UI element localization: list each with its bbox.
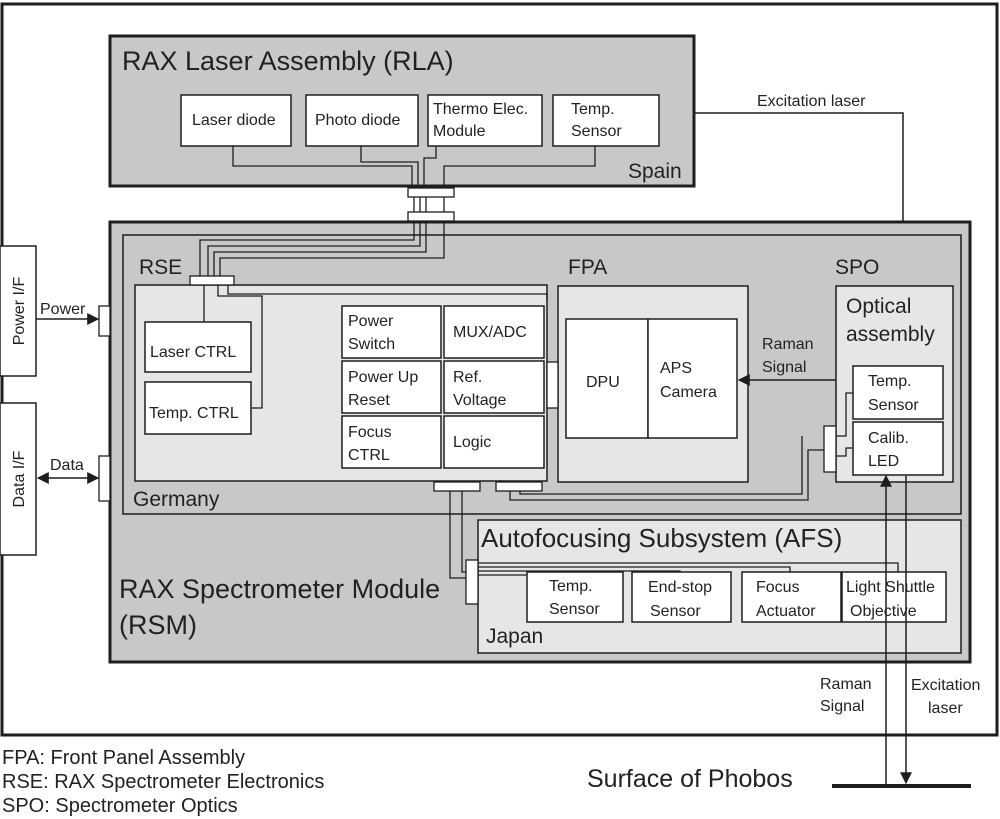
raman-signal-2: Signal — [762, 359, 806, 376]
fpa-label: FPA — [568, 256, 607, 279]
surface-label: Surface of Phobos — [587, 765, 793, 793]
japan-label: Japan — [486, 625, 543, 648]
aps-camera-box — [647, 318, 738, 439]
rse-bottom-connector-1 — [433, 481, 481, 492]
raman-signal-1: Raman — [762, 336, 814, 353]
calib-led-box — [852, 421, 944, 476]
afs-temp-sensor-box — [526, 571, 624, 623]
rla-temp-label-1: Temp. — [571, 101, 615, 118]
bottom-excitation-1: Excitation — [911, 677, 980, 694]
data-label: Data — [50, 457, 84, 474]
bottom-raman-1: Raman — [820, 676, 872, 693]
power-up-1: Power Up — [348, 369, 418, 386]
rse-spo-cables — [499, 436, 824, 501]
afs-connector — [465, 559, 479, 605]
focus-actuator-1: Focus — [756, 579, 800, 596]
laser-ctrl-label: Laser CTRL — [150, 344, 236, 361]
rse-bottom-connector-2 — [495, 481, 543, 492]
power-switch-1: Power — [348, 313, 394, 330]
temp-ctrl-label: Temp. CTRL — [149, 405, 239, 422]
rla-temp-label-2: Sensor — [571, 123, 622, 140]
power-switch-2: Switch — [348, 336, 395, 353]
excitation-laser-label: Excitation laser — [757, 93, 866, 110]
rla-temp-sensor-box — [552, 94, 660, 147]
bottom-excitation-2: laser — [928, 700, 963, 717]
afs-temp-2: Sensor — [549, 601, 600, 618]
ref-voltage-box — [443, 360, 545, 414]
power-if: Power I/F Power — [0, 245, 100, 377]
light-shuttle-box — [841, 571, 947, 623]
endstop-1: End-stop — [648, 579, 712, 596]
photo-diode-box — [305, 94, 419, 147]
spo-internal-cables — [836, 392, 853, 457]
mux-adc-label: MUX/ADC — [453, 324, 527, 341]
data-if: Data I/F Data — [0, 402, 100, 556]
power-up-2: Reset — [348, 392, 390, 409]
optical-label-1: Optical — [846, 295, 911, 318]
data-if-label: Data I/F — [11, 450, 28, 507]
laser-diode-box — [180, 94, 292, 147]
shuttle-1: Light Shuttle — [846, 579, 935, 596]
rsm-connector — [407, 211, 455, 222]
dpu-label: DPU — [586, 374, 620, 391]
thermo-label-1: Thermo Elec. — [433, 101, 528, 118]
endstop-sensor-box — [631, 571, 732, 623]
rla-title: RAX Laser Assembly (RLA) — [122, 46, 454, 76]
afs-title: Autofocusing Subsystem (AFS) — [481, 523, 842, 553]
inter-connector-cables — [413, 197, 445, 212]
ref-voltage-1: Ref. — [453, 369, 482, 386]
focus-ctrl-1: Focus — [348, 424, 392, 441]
legend-fpa: FPA: Front Panel Assembly — [2, 747, 245, 769]
rse-fpa-connector — [546, 361, 559, 409]
spo-connector — [823, 425, 837, 473]
afs-temp-1: Temp. — [549, 578, 593, 595]
power-up-reset-box — [341, 360, 442, 414]
endstop-2: Sensor — [650, 603, 701, 620]
calib-1: Calib. — [868, 430, 909, 447]
logic-box — [443, 415, 545, 469]
thermo-module-box — [427, 94, 543, 147]
optical-label-2: assembly — [846, 323, 935, 346]
rla-location: Spain — [628, 160, 682, 183]
thermo-label-2: Module — [433, 123, 486, 140]
spo-temp-2: Sensor — [868, 397, 919, 414]
power-connector — [98, 305, 111, 337]
rse-cables — [199, 221, 548, 409]
calib-2: LED — [868, 453, 899, 470]
germany-label: Germany — [133, 488, 220, 511]
spo-temp-1: Temp. — [868, 373, 912, 390]
bottom-raman-2: Signal — [820, 698, 864, 715]
legend-spo: SPO: Spectrometer Optics — [2, 795, 238, 817]
dpu-box — [565, 318, 649, 439]
ref-voltage-2: Voltage — [453, 392, 506, 409]
rla-cables — [232, 146, 596, 188]
mux-adc-box — [443, 305, 545, 359]
power-switch-box — [341, 305, 442, 359]
spo-label: SPO — [835, 256, 879, 279]
rse-afs-cables — [449, 491, 466, 579]
focus-actuator-box — [741, 571, 842, 623]
laser-diode-label: Laser diode — [192, 112, 276, 129]
laser-ctrl-box — [144, 321, 252, 373]
shuttle-2: Objective — [850, 603, 917, 620]
rla-connector — [407, 187, 455, 198]
rsm-title-1: RAX Spectrometer Module — [119, 574, 440, 604]
aps-label-1: APS — [660, 360, 692, 377]
logic-label: Logic — [453, 434, 491, 451]
rse-label: RSE — [139, 256, 182, 279]
data-connector — [98, 455, 111, 502]
focus-ctrl-2: CTRL — [348, 447, 390, 464]
photo-diode-label: Photo diode — [315, 112, 401, 129]
power-if-label: Power I/F — [11, 277, 28, 346]
legend-rse: RSE: RAX Spectrometer Electronics — [2, 771, 324, 793]
rse-top-connector — [189, 275, 235, 286]
rla-box: RAX Laser Assembly (RLA) Spain Laser dio… — [108, 34, 696, 188]
aps-label-2: Camera — [660, 384, 717, 401]
rsm-title-2: (RSM) — [119, 610, 197, 640]
focus-ctrl-box — [341, 415, 442, 469]
focus-actuator-2: Actuator — [756, 603, 816, 620]
power-label: Power — [40, 301, 86, 318]
